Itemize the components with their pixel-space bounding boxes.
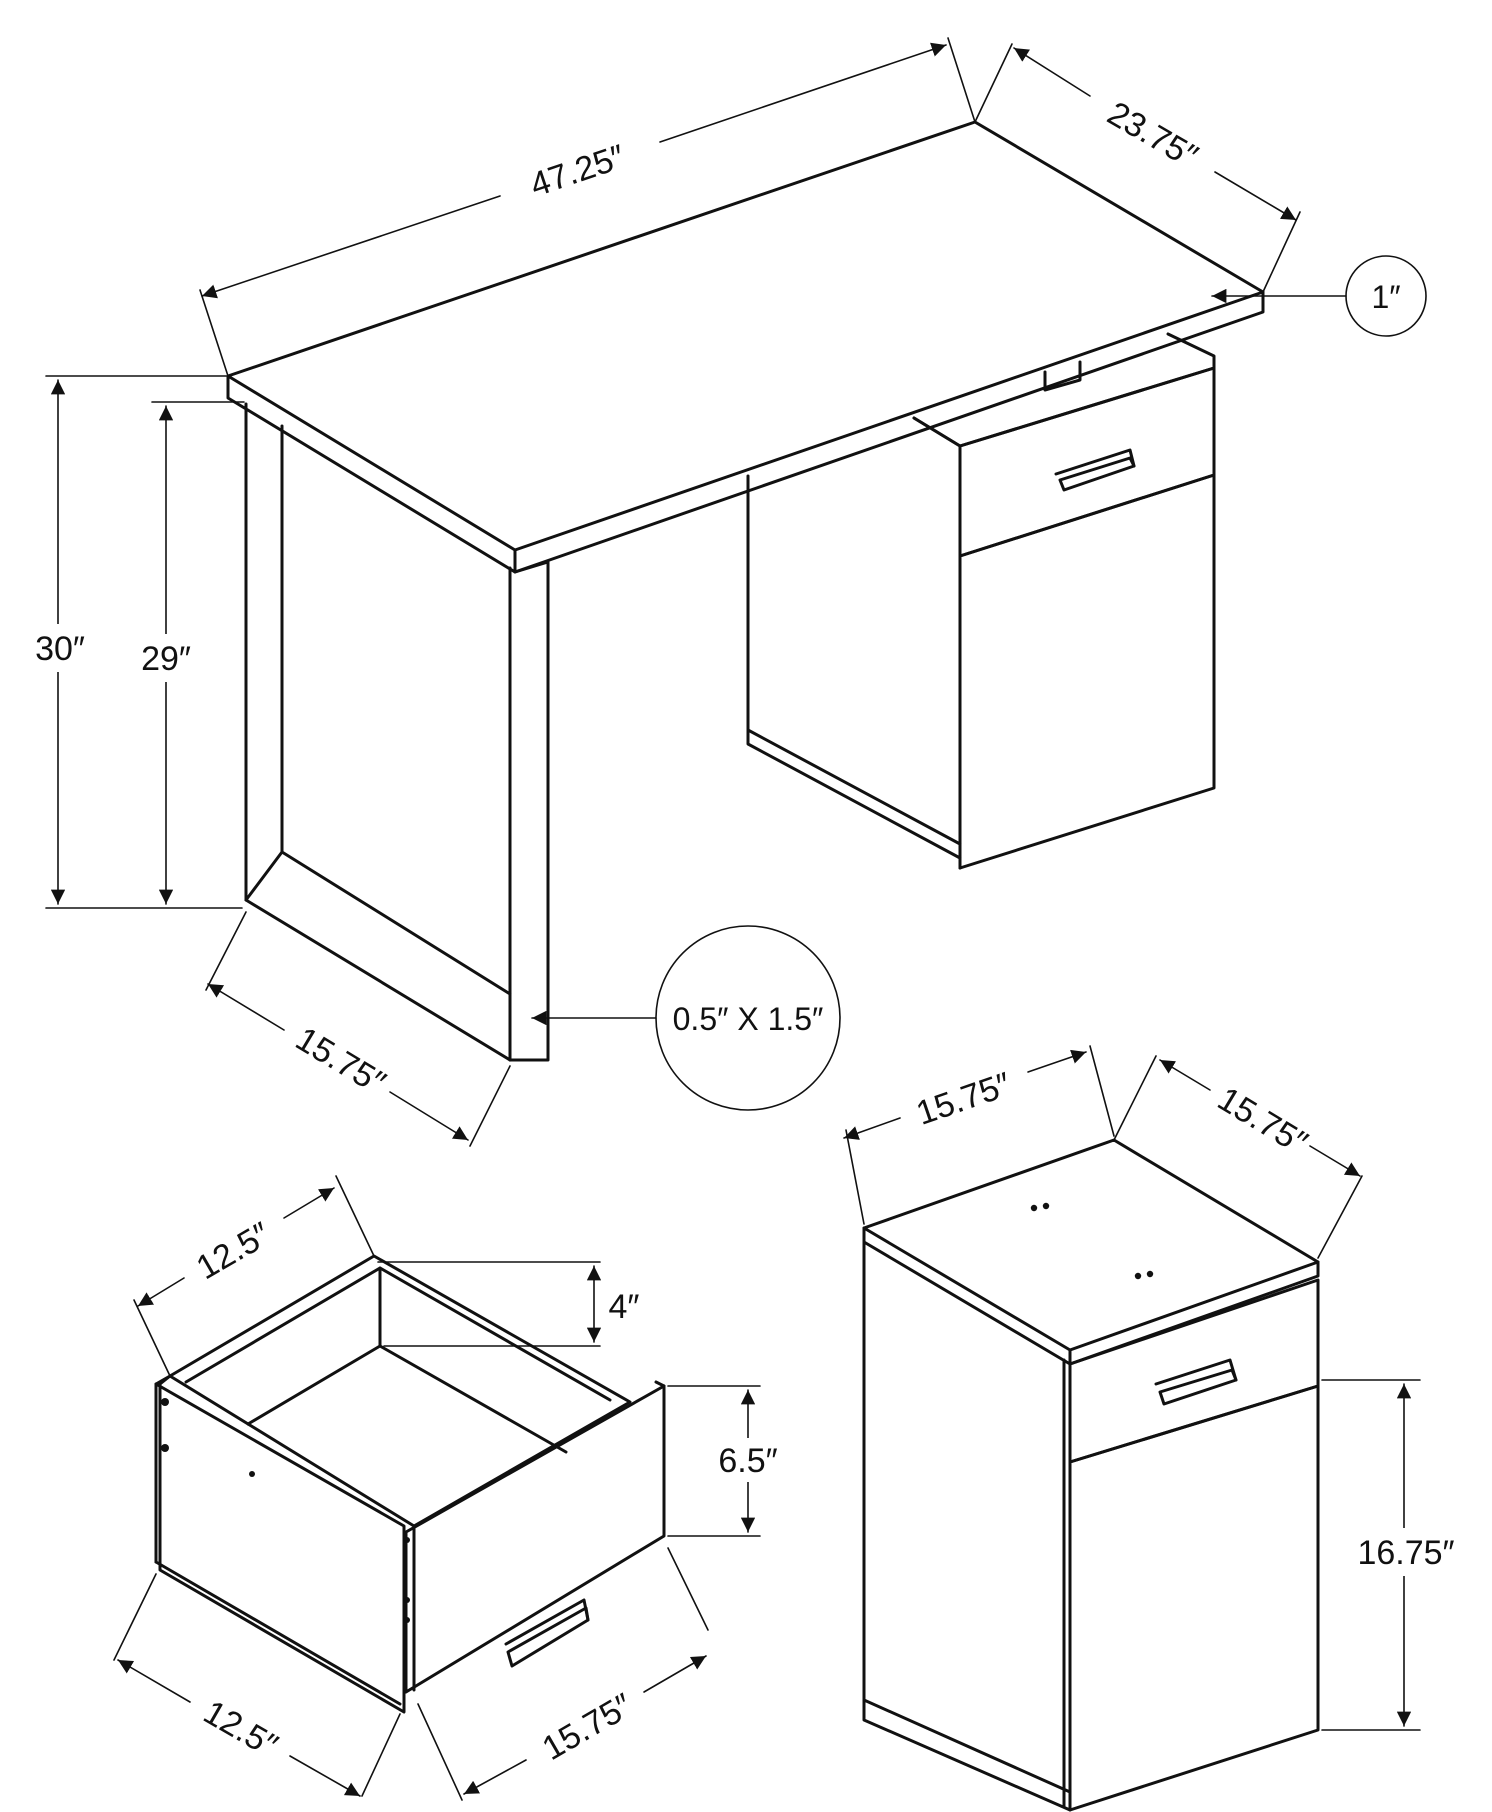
dim-desk-width: 47.25″: [199, 37, 976, 377]
callout-circle: [655, 925, 841, 1111]
dim-cabinet-width: 15.75″: [843, 1045, 1115, 1225]
cabinet-door: [1068, 1384, 1320, 1812]
dim-cabinet-depth-label: 15.75″: [1211, 1080, 1314, 1163]
dim-desk-height-leg-label: 29″: [141, 640, 191, 678]
callout-leg-profile-label: 0.5″ X 1.5″: [673, 1001, 824, 1037]
desk-top-edge: [226, 290, 1265, 574]
dim-cabinet-door-height: 16.75″: [1321, 1379, 1462, 1731]
dim-desk-depth: 23.75″: [974, 43, 1301, 293]
dim-desk-leg-depth: 15.75″: [205, 911, 511, 1147]
callout-top-thickness: 1″: [1211, 255, 1427, 337]
dim-cabinet-width-label: 15.75″: [912, 1065, 1016, 1133]
desk-drawing: 47.25″ 23.75″ 30″ 29″: [28, 37, 1427, 1147]
callout-leg-profile: 0.5″ X 1.5″: [531, 925, 841, 1111]
dim-desk-leg-depth-label: 15.75″: [289, 1020, 392, 1103]
dim-drawer-front-height-label: 6.5″: [718, 1442, 777, 1480]
callout-top-thickness-label: 1″: [1371, 279, 1400, 315]
dim-cabinet-door-height-label: 16.75″: [1357, 1534, 1454, 1572]
cabinet-top: [862, 1138, 1320, 1352]
dim-desk-height-total: 30″: [28, 375, 243, 909]
desk-pedestal: [746, 332, 1216, 870]
desk-top: [226, 120, 1265, 552]
callout-circle: [1345, 255, 1427, 337]
dim-drawer-width-top-label: 12.5″: [190, 1215, 277, 1287]
dim-desk-width-label: 47.25″: [526, 138, 630, 205]
dim-desk-height-leg: 29″: [134, 401, 245, 905]
drawer-drawing: 12.5″ 4″ 6.5″ 12.5″: [113, 1175, 788, 1801]
dim-desk-depth-label: 23.75″: [1101, 94, 1204, 175]
dim-desk-height-total-label: 30″: [35, 630, 85, 668]
cabinet-drawing: 15.75″ 15.75″ 16.75″: [843, 1045, 1462, 1812]
dim-drawer-inner-height: 4″: [377, 1261, 646, 1347]
desk-left-leg: [244, 402, 550, 1062]
dim-drawer-front-width-label: 15.75″: [536, 1686, 639, 1767]
dim-cabinet-depth: 15.75″: [1113, 1055, 1363, 1259]
dim-drawer-front-width: 15.75″: [417, 1547, 709, 1801]
dim-drawer-inner-height-label: 4″: [609, 1288, 640, 1326]
dim-drawer-depth-bottom-label: 12.5″: [197, 1693, 284, 1765]
dim-drawer-front-height: 6.5″: [667, 1385, 788, 1537]
